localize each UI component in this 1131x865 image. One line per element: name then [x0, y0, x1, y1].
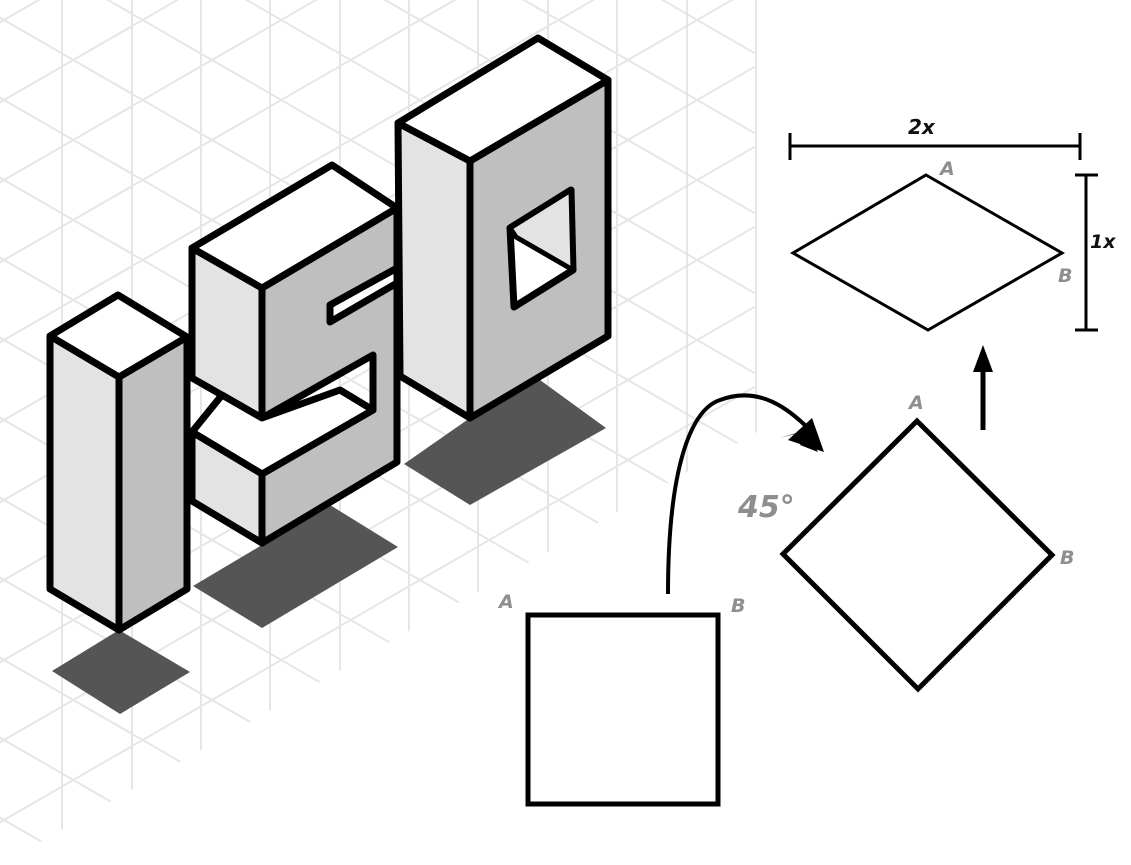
rhombus-label-a: A [938, 158, 955, 180]
letter-s-lower-left-face [188, 428, 266, 547]
width-dimension [788, 133, 1082, 160]
letter-i [46, 291, 191, 634]
scale-arrow [973, 345, 993, 430]
letter-o [394, 34, 612, 422]
rotation-angle-label: 45° [737, 490, 795, 525]
iso-rhombus-shape [790, 173, 1066, 332]
letter-i-top-face [46, 291, 191, 381]
rotated-label-b: B [1060, 547, 1074, 569]
rotated-label-a: A [907, 392, 924, 414]
letter-i-right-face [115, 333, 191, 634]
step-rotated-square: A B [779, 392, 1074, 693]
rotate-arrow-curve [666, 393, 812, 595]
step-square: A B [497, 591, 745, 807]
rhombus-label-b: B [1058, 265, 1072, 287]
shadow-o [404, 380, 606, 505]
shadow-s [193, 505, 398, 628]
width-label: 2x [908, 115, 936, 139]
letter-i-left-face [46, 332, 123, 634]
square-label-b: B [731, 595, 745, 617]
square-label-a: A [497, 591, 514, 613]
height-label: 1x [1090, 231, 1116, 253]
shadow-i [52, 630, 190, 714]
letter-o-hole-inner-face [507, 187, 576, 273]
step-iso-rhombus: A B 2x 1x [788, 115, 1116, 332]
letter-o-left-face [394, 119, 474, 422]
scale-arrowhead [973, 345, 993, 372]
letter-o-top-face [394, 34, 612, 165]
letter-s [188, 161, 401, 547]
square-shape [525, 612, 721, 807]
rotated-square-shape [779, 417, 1056, 693]
letter-shadows [52, 380, 606, 714]
height-dimension [1075, 173, 1098, 332]
rotate-arrow: 45° [666, 393, 824, 595]
rotate-arrowhead [788, 418, 824, 452]
